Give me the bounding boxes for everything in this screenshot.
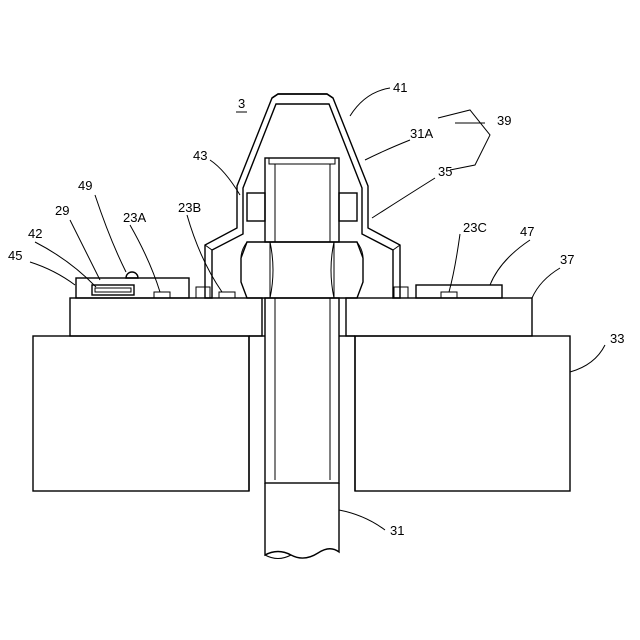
label-47: 47 [520,224,534,239]
label-45: 45 [8,248,22,263]
cover-35 [205,94,400,298]
dome-49 [126,272,138,278]
hex-nut [241,242,363,298]
label-49: 49 [78,178,92,193]
leader-lines [30,88,605,530]
label-41: 41 [393,80,407,95]
collar-43 [247,193,357,221]
label-23C: 23C [463,220,487,235]
figure-label-3: 3 [238,96,245,111]
sensor-23B [219,292,235,298]
base-block-33 [33,336,570,491]
label-31: 31 [390,523,404,538]
plate-37 [70,298,532,336]
label-33: 33 [610,331,624,346]
component-47 [416,285,502,298]
label-29: 29 [55,203,69,218]
sensor-23A [154,292,170,298]
label-42: 42 [28,226,42,241]
bolt-shank-31 [265,298,339,559]
label-39: 39 [497,113,511,128]
cap-41 [272,94,333,98]
component-42 [92,285,134,295]
bolt-tip-31A [265,158,339,242]
label-37: 37 [560,252,574,267]
label-35: 35 [438,164,452,179]
sensor-23C [441,292,457,298]
label-31A: 31A [410,126,433,141]
label-23B: 23B [178,200,201,215]
label-43: 43 [193,148,207,163]
label-23A: 23A [123,210,146,225]
